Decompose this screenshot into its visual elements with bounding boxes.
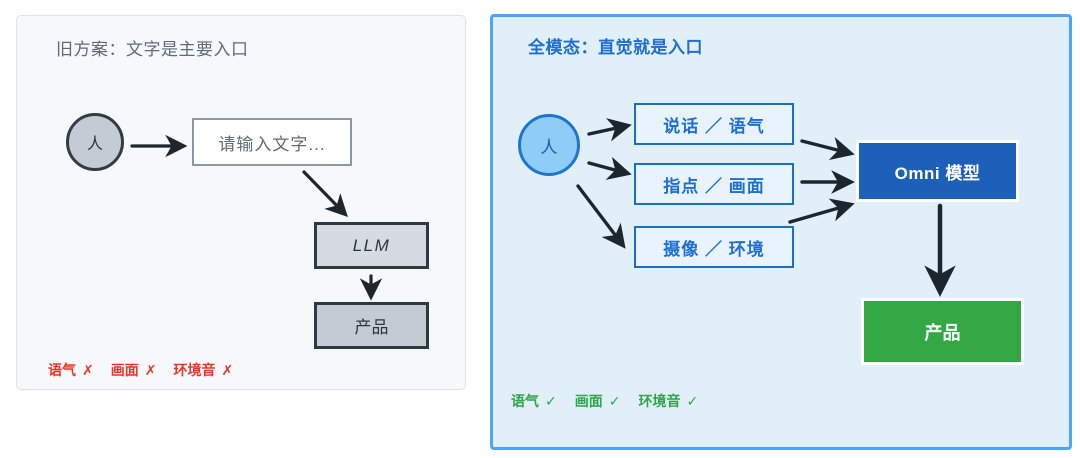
- panel-omni-title: 全模态：直觉就是入口: [528, 38, 703, 57]
- footer-item: 环境音 ✓: [638, 391, 698, 411]
- footer-label: 语气: [48, 362, 76, 378]
- footer-item: 画面 ✓: [575, 391, 621, 411]
- llm-node: LLM: [314, 222, 429, 269]
- footer-item: 环境音 ✗: [173, 360, 233, 380]
- text-input-box[interactable]: 请输入文字...: [192, 118, 352, 166]
- modality-box-speech: 说话 ／ 语气: [634, 103, 794, 145]
- footer-old-capabilities: 语气 ✗ 画面 ✗ 环境音 ✗: [48, 360, 233, 380]
- footer-label: 画面: [574, 393, 603, 409]
- check-icon: ✓: [608, 393, 621, 409]
- footer-label: 环境音: [638, 393, 681, 409]
- product-node-old: 产品: [314, 302, 429, 349]
- footer-omni-capabilities: 语气 ✓ 画面 ✓ 环境音 ✓: [511, 391, 698, 411]
- modality-box-camera: 摄像 ／ 环境: [634, 226, 794, 268]
- footer-label: 语气: [511, 393, 539, 409]
- footer-item: 语气 ✗: [48, 360, 94, 380]
- panel-old-title: 旧方案：文字是主要入口: [56, 40, 249, 59]
- modality-box-pointing: 指点 ／ 画面: [634, 163, 794, 205]
- cross-icon: ✗: [82, 362, 94, 378]
- omni-model-node: Omni 模型: [856, 140, 1019, 202]
- footer-item: 画面 ✗: [111, 360, 157, 380]
- footer-item: 语气 ✓: [511, 391, 557, 411]
- cross-icon: ✗: [144, 362, 157, 378]
- cross-icon: ✗: [221, 362, 234, 378]
- check-icon: ✓: [686, 393, 699, 409]
- check-icon: ✓: [545, 393, 557, 409]
- person-node-omni: 人: [518, 114, 580, 176]
- person-node-old: 人: [66, 113, 124, 171]
- footer-label: 环境音: [173, 362, 216, 378]
- footer-label: 画面: [110, 362, 139, 378]
- product-node-omni: 产品: [861, 298, 1024, 365]
